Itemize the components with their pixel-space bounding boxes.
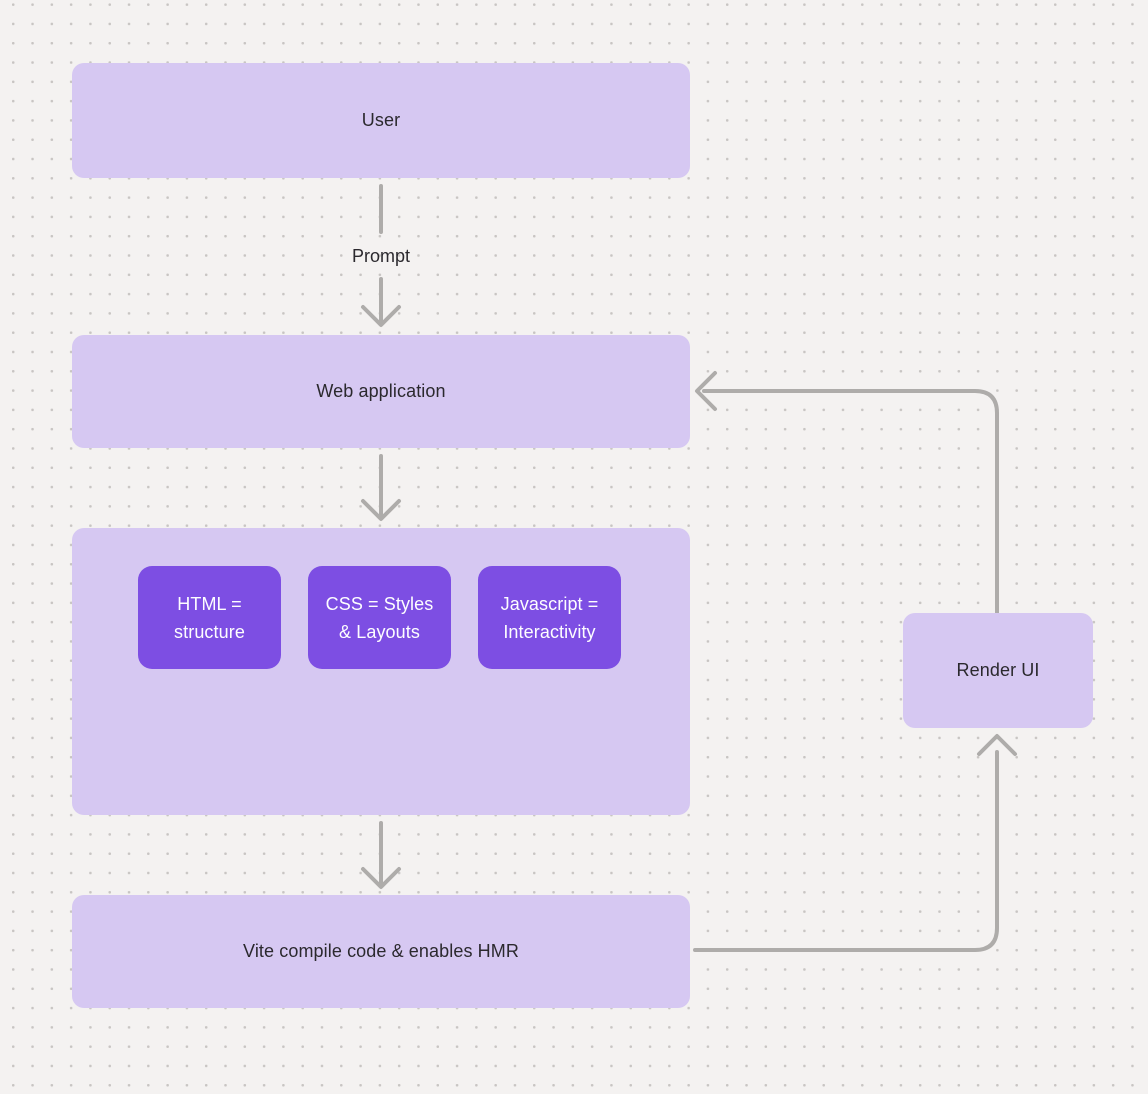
node-user: User bbox=[72, 63, 690, 178]
node-web-application-label: Web application bbox=[316, 381, 446, 401]
edge-line bbox=[702, 389, 999, 615]
node-vite-label: Vite compile code & enables HMR bbox=[243, 941, 519, 961]
arrow-up-icon bbox=[977, 734, 1017, 756]
node-user-label: User bbox=[361, 110, 401, 130]
node-react-components-group: HTML = structure CSS = Styles & Layouts … bbox=[72, 528, 690, 815]
node-javascript-label: Javascript = Interactivity bbox=[500, 593, 599, 642]
node-vite: Vite compile code & enables HMR bbox=[72, 895, 690, 1008]
edge-line bbox=[693, 750, 999, 952]
node-javascript: Javascript = Interactivity bbox=[478, 566, 621, 669]
node-render-ui: Render UI bbox=[903, 613, 1093, 728]
node-web-application: Web application bbox=[72, 335, 690, 448]
edge-label-prompt: Prompt bbox=[351, 246, 411, 266]
node-html: HTML = structure bbox=[138, 566, 281, 669]
node-html-label: HTML = structure bbox=[174, 593, 245, 642]
node-css-label: CSS = Styles & Layouts bbox=[325, 593, 434, 642]
node-render-ui-label: Render UI bbox=[956, 660, 1040, 680]
edge-webapp-to-components bbox=[361, 454, 401, 521]
edge-components-to-vite bbox=[361, 821, 401, 889]
edge-renderui-to-webapp bbox=[695, 371, 999, 615]
arrow-down-icon bbox=[361, 499, 401, 521]
arrow-left-icon bbox=[695, 371, 717, 411]
node-css: CSS = Styles & Layouts bbox=[308, 566, 451, 669]
edge-vite-to-renderui bbox=[693, 734, 1017, 952]
arrow-down-icon bbox=[361, 867, 401, 889]
arrow-down-icon bbox=[361, 305, 401, 327]
